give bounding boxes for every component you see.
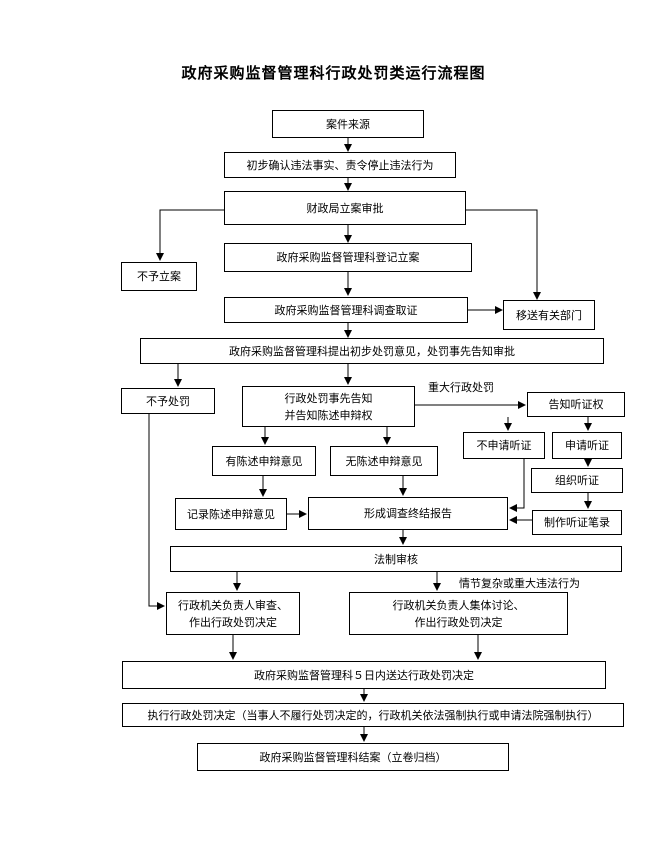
- collective-line2: 作出行政处罚决定: [414, 615, 503, 629]
- node-no-defense: 无陈述申辩意见: [330, 446, 438, 476]
- node-collective-discussion: 行政机关负责人集体讨论、 作出行政处罚决定: [349, 592, 568, 635]
- node-record-defense: 记录陈述申辩意见: [175, 498, 287, 530]
- node-prior-notice: 行政处罚事先告知 并告知陈述申辩权: [242, 386, 415, 427]
- node-case-source: 案件来源: [272, 110, 424, 138]
- node-organize-hearing: 组织听证: [531, 468, 623, 493]
- node-apply-hearing: 申请听证: [552, 432, 622, 459]
- node-final-report: 形成调查终结报告: [308, 497, 508, 530]
- node-legal-review: 法制审核: [170, 546, 622, 572]
- head-review-line2: 作出行政处罚决定: [189, 615, 277, 629]
- page-title: 政府采购监督管理科行政处罚类运行流程图: [181, 64, 486, 82]
- node-investigate: 政府采购监督管理科调查取证: [224, 297, 468, 323]
- head-review-line1: 行政机关负责人审查、: [178, 598, 288, 612]
- node-no-penalty: 不予处罚: [121, 388, 215, 414]
- node-hearing-record: 制作听证笔录: [532, 510, 622, 535]
- node-transfer: 移送有关部门: [503, 300, 595, 330]
- node-head-review: 行政机关负责人审查、 作出行政处罚决定: [166, 592, 300, 635]
- node-preliminary-confirm: 初步确认违法事实、责令停止违法行为: [224, 152, 456, 178]
- node-close-case: 政府采购监督管理科结案（立卷归档）: [197, 743, 509, 771]
- label-complex-case: 情节复杂或重大违法行为: [459, 577, 580, 590]
- node-register-case: 政府采购监督管理科登记立案: [224, 243, 472, 272]
- node-execute-decision: 执行行政处罚决定（当事人不履行处罚决定的，行政机关依法强制执行或申请法院强制执行…: [122, 703, 624, 727]
- collective-line1: 行政机关负责人集体讨论、: [392, 598, 525, 612]
- node-penalty-proposal: 政府采购监督管理科提出初步处罚意见，处罚事先告知审批: [140, 338, 604, 364]
- node-has-defense: 有陈述申辩意见: [212, 446, 316, 476]
- node-deliver-decision: 政府采购监督管理科５日内送达行政处罚决定: [122, 661, 606, 689]
- prior-notice-line2: 并告知陈述申辩权: [284, 408, 373, 422]
- node-no-hearing: 不申请听证: [463, 432, 545, 459]
- node-filing-approval: 财政局立案审批: [224, 191, 466, 225]
- node-hearing-right: 告知听证权: [527, 392, 625, 417]
- node-no-filing: 不予立案: [121, 262, 197, 291]
- prior-notice-line1: 行政处罚事先告知: [284, 391, 373, 405]
- label-major-penalty: 重大行政处罚: [428, 381, 494, 394]
